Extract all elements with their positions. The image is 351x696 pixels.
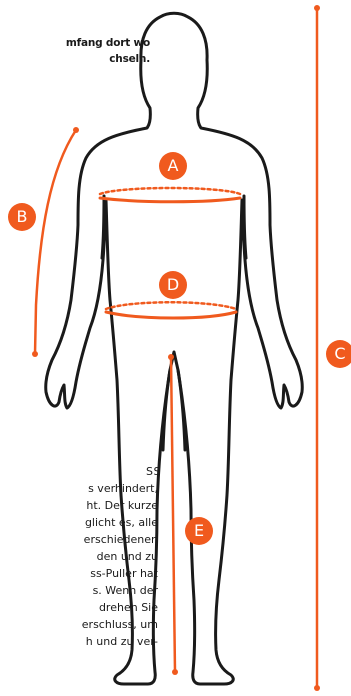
body-height-bottom-dot [314,685,320,691]
description-line: den und zu [0,548,158,565]
chest-front-line [100,198,240,202]
description-line: s. Wenn der [0,582,158,599]
zipper-description-text: SS s verhindert, ht. Der kurze glicht es… [0,463,158,650]
arm-length-end-dot [32,351,38,357]
inseam-bottom-dot [172,669,178,675]
body-height-measurement [314,5,320,691]
top-instruction-text: mfang dort wo chseln. [0,35,150,67]
inseam-top-dot [168,354,174,360]
description-line: h und zu ver- [0,633,158,650]
top-text-line: chseln. [0,51,150,67]
description-line: glicht es, alle [0,514,158,531]
arm-length-line [35,130,76,354]
arm-length-measurement [32,127,79,357]
body-height-top-dot [314,5,320,11]
description-line: erschluss, um [0,616,158,633]
inseam-measurement [168,354,178,675]
waist-front-line [106,312,236,318]
waist-measurement [106,302,236,318]
description-line: ss-Puller hat [0,565,158,582]
marker-e-badge: E [185,517,213,545]
description-line: s verhindert, [0,480,158,497]
chest-measurement [100,188,240,202]
marker-c-badge: C [326,340,351,368]
chest-back-line [100,188,240,194]
marker-d-badge: D [159,271,187,299]
top-text-line: mfang dort wo [0,35,150,51]
marker-b-badge: B [8,203,36,231]
waist-back-line [106,302,236,309]
marker-a-badge: A [159,152,187,180]
description-line: ht. Der kurze [0,497,158,514]
arm-length-start-dot [73,127,79,133]
section-heading: SS [0,463,158,480]
inseam-line [171,357,175,672]
description-line: erschiedenen [0,531,158,548]
description-line: drehen Sie [0,599,158,616]
